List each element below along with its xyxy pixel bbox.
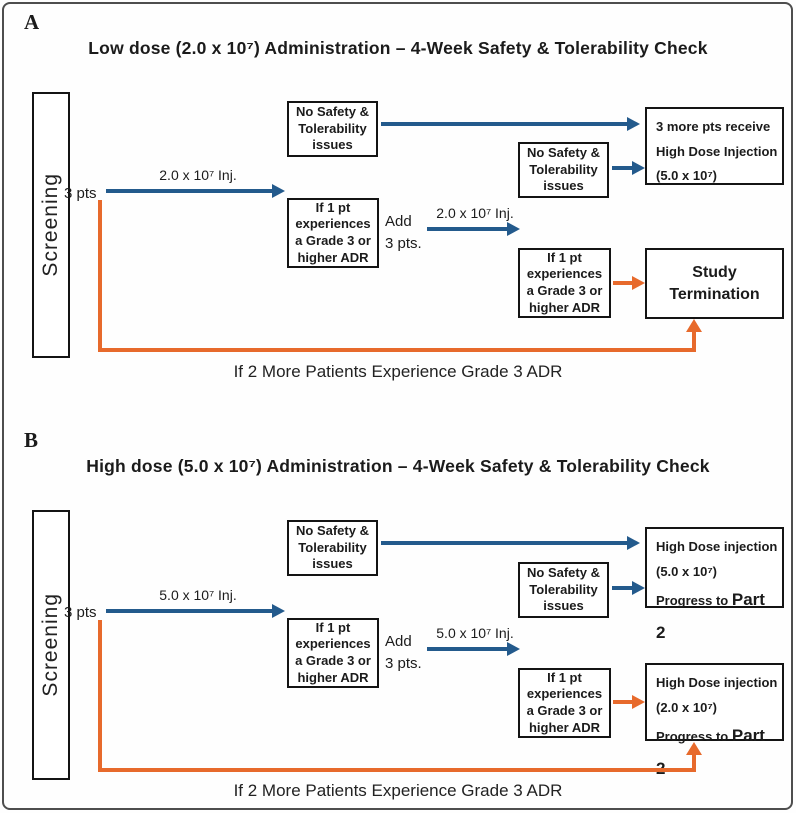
panel-a-long-arrow-line <box>381 122 629 126</box>
outcome-line: High Dose injection <box>656 539 778 554</box>
panel-a-no-safety-box-2: No Safety & Tolerability issues <box>518 142 609 198</box>
panel-b-no-safety-box-1: No Safety & Tolerability issues <box>287 520 378 576</box>
panel-b-3pts-label: 3 pts <box>64 604 97 621</box>
panel-a-arrow2-line <box>427 227 509 231</box>
panel-a-3pts-label: 3 pts <box>64 185 97 202</box>
panel-a-escape-line-down <box>98 200 102 352</box>
outcome-line: Progress to Part 2 <box>656 590 765 642</box>
outcome-line: (2.0 x 10⁷) <box>656 699 718 715</box>
panel-b-small-arrow-head <box>632 581 645 595</box>
panel-b-escape-line-across <box>98 768 696 772</box>
panel-b-orange-arrow-line <box>613 700 634 704</box>
panel-a-escape-line-across <box>98 348 696 352</box>
panel-a-adr-box-2: If 1 pt experiences a Grade 3 or higher … <box>518 248 611 318</box>
panel-a-outcome-top-box: 3 more pts receive High Dose Injection (… <box>645 107 784 185</box>
panel-b-outcome-bottom-box: High Dose injection (2.0 x 10⁷) Progress… <box>645 663 784 778</box>
panel-b-long-arrow-head <box>627 536 640 550</box>
outcome-line: High Dose injection <box>656 675 778 690</box>
panel-a-arrow2-head <box>507 222 520 236</box>
outcome-line: 3 more pts receive <box>656 119 771 134</box>
panel-b-adr-box-1: If 1 pt experiences a Grade 3 or higher … <box>287 618 379 688</box>
panel-b-add-pts-label: Add 3 pts. <box>385 633 422 672</box>
panel-a-adr-box-1: If 1 pt experiences a Grade 3 or higher … <box>287 198 379 268</box>
panel-b-escape-line-down <box>98 620 102 772</box>
panel-b-arrow2-head <box>507 642 520 656</box>
panel-b-escape-label: If 2 More Patients Experience Grade 3 AD… <box>233 781 563 800</box>
panel-a-no-safety-box-1: No Safety & Tolerability issues <box>287 101 378 157</box>
panel-a-inj2-label: 2.0 x 10⁷ Inj. <box>436 205 514 221</box>
outcome-line: (5.0 x 10⁷) <box>656 168 718 184</box>
panel-a-add-pts-label: Add 3 pts. <box>385 213 422 252</box>
panel-a-label: A <box>24 10 40 34</box>
panel-b-screening-label: Screening <box>39 593 62 697</box>
panel-a-arrow1-line <box>106 189 274 193</box>
panel-b-arrow1-line <box>106 609 274 613</box>
panel-a-small-arrow-head <box>632 161 645 175</box>
panel-b-small-arrow-line <box>612 586 634 590</box>
panel-a-small-arrow-line <box>612 166 634 170</box>
panel-b-arrow2-line <box>427 647 509 651</box>
panel-b-long-arrow-line <box>381 541 629 545</box>
panel-a-long-arrow-head <box>627 117 640 131</box>
panel-b-inj2-label: 5.0 x 10⁷ Inj. <box>436 625 514 641</box>
panel-a-inj1-label: 2.0 x 10⁷ Inj. <box>159 167 237 183</box>
panel-b-escape-arrow-head <box>686 742 702 755</box>
panel-a-screening-label: Screening <box>39 173 62 277</box>
panel-b-adr-box-2: If 1 pt experiences a Grade 3 or higher … <box>518 668 611 738</box>
panel-a-title: Low dose (2.0 x 10⁷) Administration – 4-… <box>88 38 708 58</box>
panel-b-label: B <box>24 428 39 452</box>
panel-a-study-termination-box: Study Termination <box>645 248 784 319</box>
outcome-line: High Dose Injection <box>656 143 778 159</box>
panel-a-screening-box: Screening <box>32 92 70 358</box>
part2-emphasis: Part 2 <box>656 590 765 642</box>
outcome-line: Progress to Part 2 <box>656 720 778 785</box>
panel-a-escape-arrow-head <box>686 319 702 332</box>
panel-a-orange-arrow-line <box>613 281 634 285</box>
panel-b-outcome-top-box: High Dose injection (5.0 x 10⁷) Progress… <box>645 527 784 642</box>
panel-b-title: High dose (5.0 x 10⁷) Administration – 4… <box>86 456 710 476</box>
panel-b-escape-line-up <box>692 754 696 771</box>
panel-b-inj1-label: 5.0 x 10⁷ Inj. <box>159 587 237 603</box>
panel-b-screening-box: Screening <box>32 510 70 780</box>
panel-b-no-safety-box-2: No Safety & Tolerability issues <box>518 562 609 618</box>
panel-b-arrow1-head <box>272 604 285 618</box>
panel-a-arrow1-head <box>272 184 285 198</box>
outcome-line: (5.0 x 10⁷) <box>656 563 718 579</box>
panel-a-orange-arrow-head <box>632 276 645 290</box>
panel-b-orange-arrow-head <box>632 695 645 709</box>
panel-a-escape-label: If 2 More Patients Experience Grade 3 AD… <box>233 362 563 381</box>
panel-a-escape-line-up <box>692 331 696 351</box>
